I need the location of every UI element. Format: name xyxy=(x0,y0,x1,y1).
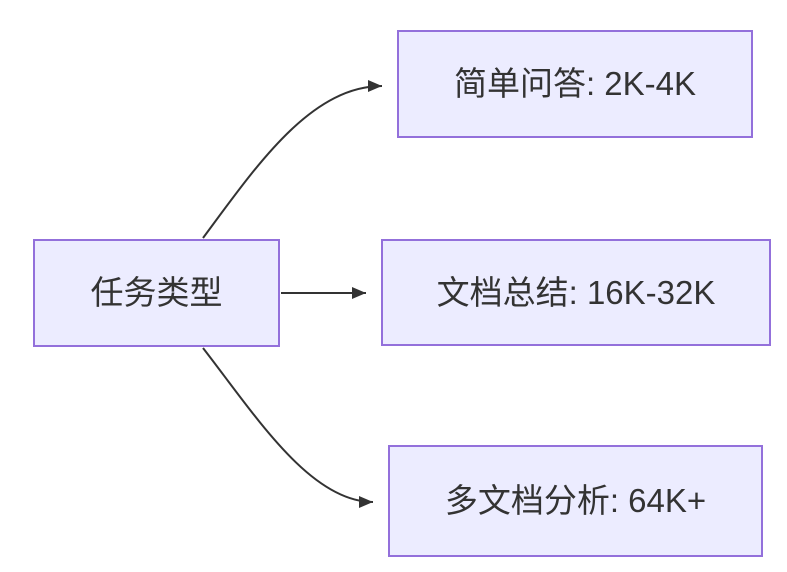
node-simple-qa-label: 简单问答: 2K-4K xyxy=(453,65,697,103)
node-task-type: 任务类型 xyxy=(33,239,280,347)
edge-task-to-multi-doc xyxy=(202,347,374,508)
edge-task-to-simple-qa xyxy=(202,80,383,239)
node-multi-doc: 多文档分析: 64K+ xyxy=(388,445,763,557)
node-multi-doc-label: 多文档分析: 64K+ xyxy=(444,482,707,520)
node-doc-summary-label: 文档总结: 16K-32K xyxy=(436,273,716,311)
node-simple-qa: 简单问答: 2K-4K xyxy=(397,30,753,138)
node-task-type-label: 任务类型 xyxy=(90,274,223,312)
node-doc-summary: 文档总结: 16K-32K xyxy=(381,239,771,346)
